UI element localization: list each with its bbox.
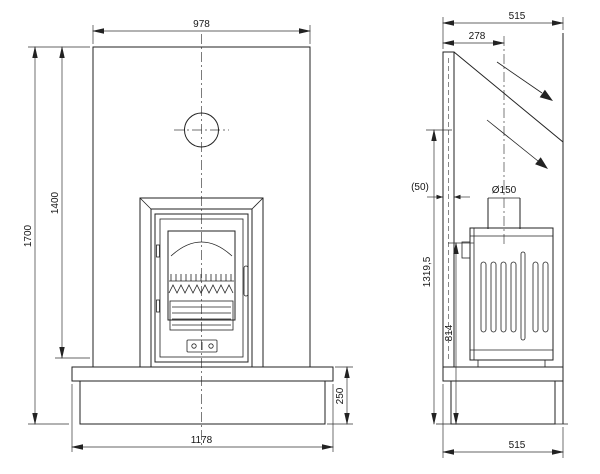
dim-front-opening-height: 1400 (50, 46, 90, 359)
hearth-plinth (79, 380, 326, 425)
sloped-top-cover (453, 51, 564, 143)
dim-front-top-width: 978 (92, 19, 311, 44)
flame-fence (170, 274, 232, 281)
zigzag-band (168, 284, 234, 294)
door-handle (243, 265, 249, 297)
side-view: 515 278 (50) Ø150 1319,5 814 (411, 11, 568, 458)
hearth-slab (71, 366, 334, 382)
dim-side-flue-height-label: 1319,5 (422, 256, 433, 287)
dim-side-base-depth: 515 (442, 384, 564, 458)
dim-side-upper-depth: 278 (442, 31, 505, 46)
flue-pipe (487, 197, 521, 229)
mantel-frame (139, 197, 264, 367)
dim-front-base-height-label: 250 (335, 387, 346, 404)
dim-side-panel-gap: (50) (411, 182, 470, 200)
firebox-arch (170, 241, 233, 257)
dim-front-base-width: 1178 (71, 384, 334, 452)
dim-front-opening-height-label: 1400 (50, 191, 61, 214)
stove-door (154, 213, 249, 363)
air-flow-arrows (486, 61, 553, 169)
door-hinge-top (156, 244, 160, 258)
dim-side-stove-height: 814 (444, 242, 474, 425)
stove-body (461, 227, 554, 368)
door-glass (167, 230, 236, 321)
dim-side-stove-height-label: 814 (444, 324, 455, 341)
dim-front-total-height: 1700 (23, 46, 90, 425)
dim-front-base-height: 250 (327, 366, 353, 425)
flue-hole-circle (184, 112, 219, 148)
stove-base (477, 359, 546, 368)
side-hearth-plinth (450, 380, 556, 425)
dim-front-total-height-label: 1700 (23, 224, 34, 247)
dim-side-flue-height: 1319,5 (422, 129, 452, 425)
door-hinge-bottom (156, 299, 160, 313)
dim-side-base-depth-label: 515 (509, 440, 526, 451)
air-control (186, 339, 218, 353)
front-view: 978 1700 1400 250 1178 (23, 19, 353, 452)
louver-panel (169, 300, 234, 331)
side-hearth-slab (442, 366, 564, 382)
dim-side-panel-gap-label: (50) (411, 182, 429, 193)
dim-side-top-depth-label: 515 (509, 11, 526, 22)
damper-bracket (461, 241, 471, 259)
stove-handle (520, 251, 526, 341)
dim-side-upper-depth-label: 278 (469, 31, 486, 42)
dim-front-top-width-label: 978 (193, 19, 210, 30)
dim-flue-diameter-label: Ø150 (492, 185, 517, 196)
dim-front-base-width-label: 1178 (191, 435, 213, 446)
